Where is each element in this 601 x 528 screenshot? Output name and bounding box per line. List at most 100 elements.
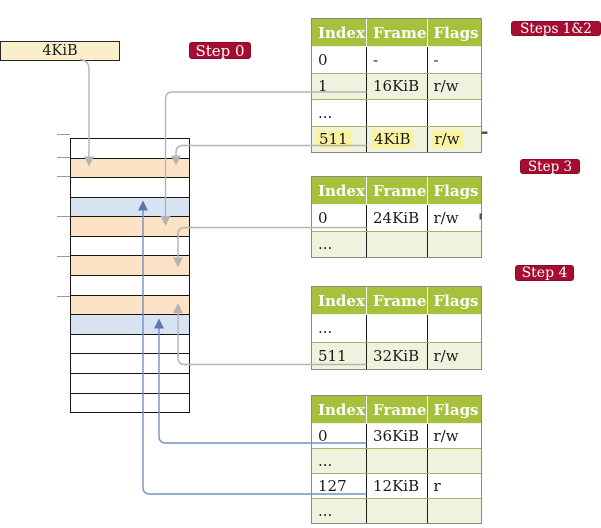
table-cell: 36KiB xyxy=(367,424,428,448)
table-cell: ... xyxy=(312,449,367,473)
cell-value: 0 xyxy=(318,208,328,227)
table-cell xyxy=(367,315,428,342)
table-row: ... xyxy=(312,99,481,126)
table-cell xyxy=(367,231,428,257)
table-cell: 127 xyxy=(312,474,367,498)
table-cell: 24KiB xyxy=(367,205,428,231)
table-cell: - xyxy=(367,47,428,73)
memory-frame-row-white xyxy=(71,334,189,355)
cell-value: ... xyxy=(318,319,333,338)
table-cell: r/w xyxy=(428,127,482,153)
step-3-badge: Step 3 xyxy=(520,158,580,175)
column-header-index: Index xyxy=(312,287,367,314)
cell-value: - xyxy=(373,50,379,69)
cell-value: ... xyxy=(318,502,333,520)
column-header-flags: Flags xyxy=(433,181,479,200)
memory-frame-row-blue xyxy=(71,315,189,335)
column-header-frame: Frame xyxy=(367,177,428,204)
column-header-frame: Frame xyxy=(367,19,428,46)
table-cell: r/w xyxy=(428,424,482,448)
memory-boundary-tick xyxy=(57,215,70,217)
table-row: ... xyxy=(312,498,481,523)
memory-boundary-tick xyxy=(57,156,70,158)
table-cell: 4KiB xyxy=(367,126,428,152)
cell-value: ... xyxy=(318,235,333,254)
table-cell xyxy=(367,499,428,523)
table-cell: ... xyxy=(312,100,367,126)
memory-frame-row-white xyxy=(71,276,189,296)
memory-frame-row-white xyxy=(71,393,189,413)
table-cell: 0 xyxy=(312,47,367,73)
memory-frame-row-peach xyxy=(71,217,189,237)
table-cell: 511 xyxy=(312,126,367,152)
column-header-flags: Flags xyxy=(433,23,479,42)
table-cell: 511 xyxy=(312,342,367,369)
table-cell xyxy=(367,449,428,473)
table-cell: r/w xyxy=(428,205,482,231)
table-cell: 1 xyxy=(312,73,367,99)
cell-value: 36KiB xyxy=(373,427,420,445)
cell-value: r/w xyxy=(433,77,459,96)
page-size-label: 4KiB xyxy=(42,43,78,59)
memory-boundary-tick xyxy=(57,134,70,135)
cell-value: r/w xyxy=(433,208,459,227)
table-cell: 16KiB xyxy=(367,73,428,99)
memory-frame-row-peach xyxy=(71,158,189,179)
step-3-label: Step 3 xyxy=(527,158,573,175)
cell-value: ... xyxy=(318,452,333,470)
cell-value: 24KiB xyxy=(373,208,420,227)
table-cell: r xyxy=(428,474,482,498)
table-row: 0 36KiB r/w xyxy=(312,424,481,448)
cell-value: r/w xyxy=(433,346,459,365)
column-header-frame: Frame xyxy=(367,287,428,314)
cell-value: 0 xyxy=(318,427,328,445)
cell-value: 12KiB xyxy=(373,477,420,495)
memory-frame-row-white xyxy=(71,354,189,374)
table-row: ... xyxy=(312,230,482,258)
table-cell: 0 xyxy=(312,205,367,231)
step-4-label: Step 4 xyxy=(521,265,568,281)
cell-value: 0 xyxy=(318,50,328,69)
table-row: 511 32KiB r/w xyxy=(312,341,481,369)
physical-memory-column xyxy=(70,138,190,413)
memory-boundary-tick xyxy=(57,176,70,177)
cell-value: 511 xyxy=(318,346,347,365)
table-row: 127 12KiB r xyxy=(312,473,481,498)
memory-boundary-tick xyxy=(57,255,70,257)
steps-1-2-badge: Steps 1&2 xyxy=(511,21,601,37)
table-cell: 12KiB xyxy=(367,474,428,498)
cell-value: r xyxy=(433,477,441,495)
table-cell: ... xyxy=(312,315,367,342)
cell-value: - xyxy=(433,50,439,69)
table-cell xyxy=(428,315,482,342)
table-cell: ... xyxy=(312,499,367,523)
memory-frame-row-white xyxy=(71,139,189,159)
memory-frame-row-white xyxy=(71,373,189,394)
column-header-index: Index xyxy=(312,177,367,204)
table-cell xyxy=(428,499,482,523)
memory-frame-row-blue xyxy=(71,197,189,218)
table-cell: 32KiB xyxy=(367,342,428,369)
cell-value: 127 xyxy=(318,477,347,495)
cell-value: 32KiB xyxy=(373,346,420,365)
step-0-badge: Step 0 xyxy=(189,42,251,60)
table-row: 0 24KiB r/w xyxy=(312,205,481,231)
cell-value: r/w xyxy=(433,427,459,445)
column-header-flags: Flags xyxy=(433,400,479,419)
table-cell xyxy=(428,232,482,258)
memory-frame-row-white xyxy=(71,178,189,198)
column-header-index: Index xyxy=(312,19,367,46)
page-size-box: 4KiB xyxy=(0,41,120,61)
cell-value: 511 xyxy=(316,130,351,149)
table-cell xyxy=(367,100,428,126)
table-row: ... xyxy=(312,448,481,473)
